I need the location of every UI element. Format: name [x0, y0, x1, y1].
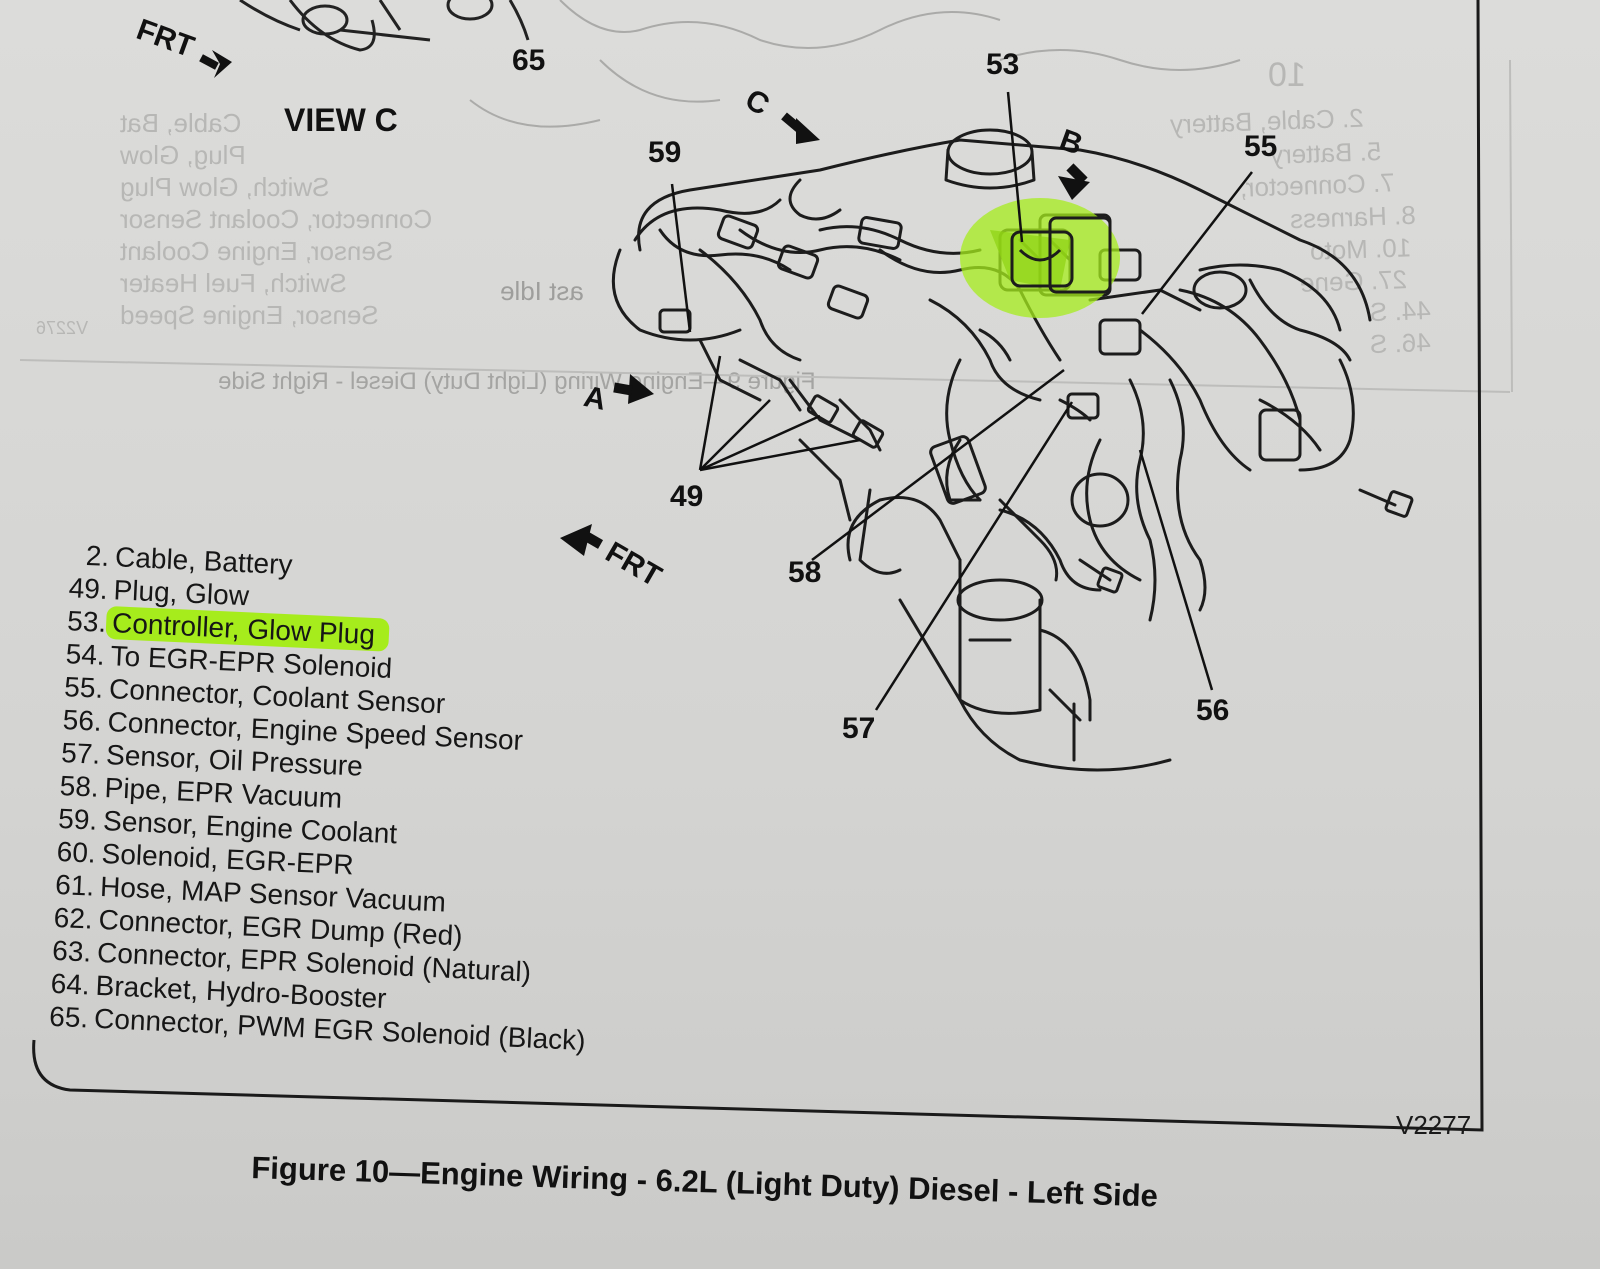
callout-57: 57 — [842, 712, 876, 745]
legend-num: 53. — [66, 605, 107, 638]
legend-num: 63. — [51, 934, 92, 968]
legend-num: 57. — [60, 737, 101, 770]
legend-num: 54. — [65, 638, 106, 671]
callout-55: 55 — [1244, 130, 1278, 163]
legend-num: 61. — [54, 868, 95, 902]
legend-num: 58. — [59, 769, 100, 803]
callout-58: 58 — [788, 556, 822, 589]
callout-59: 59 — [648, 136, 682, 169]
callout-56: 56 — [1196, 694, 1230, 727]
leader-lines — [670, 91, 1253, 711]
legend-num: 55. — [63, 671, 104, 704]
callout-49: 49 — [670, 480, 704, 513]
figure-code: V2277 — [1396, 1110, 1472, 1140]
callout-53: 53 — [986, 48, 1020, 81]
engine-drawing — [611, 128, 1414, 772]
legend-num: 2. — [85, 539, 110, 572]
view-c-label: VIEW C — [284, 102, 398, 138]
controller-drawing — [1010, 216, 1112, 294]
legend-num: 64. — [50, 967, 91, 1001]
arrow-icons — [199, 50, 1090, 556]
legend-num: 59. — [57, 802, 98, 836]
figure-frame — [32, 0, 1484, 1132]
callout-65: 65 — [512, 44, 546, 77]
engine-outline-faint — [469, 0, 1241, 128]
bleed-box — [19, 59, 1513, 393]
view-c-drawing — [239, 0, 530, 52]
legend-num: 65. — [48, 1000, 89, 1034]
legend-num: 49. — [68, 572, 109, 605]
legend-num: 56. — [62, 704, 103, 737]
parts-legend: 2.Cable, Battery 49.Plug, Glow 53.Contro… — [44, 538, 608, 1057]
legend-num: 62. — [53, 901, 94, 935]
legend-num: 60. — [56, 835, 97, 869]
controller-highlight — [960, 198, 1120, 318]
